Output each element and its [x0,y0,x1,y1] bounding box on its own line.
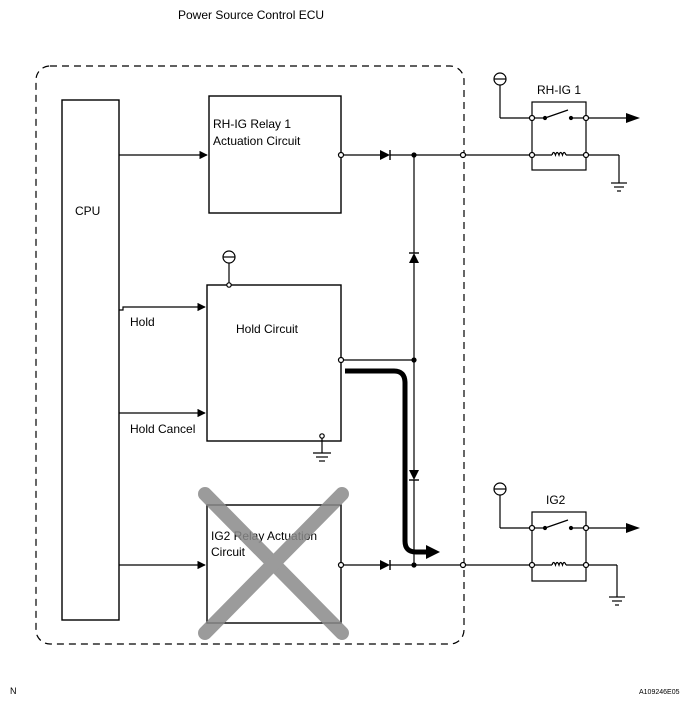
rh-ig-relay-actuation-circuit [208,95,342,214]
relay-coil-icon [551,151,567,157]
rh-ig-output-line [337,151,532,159]
battery-terminal-icon [222,250,236,288]
hold-signal-line [119,302,206,312]
arrow-icon [626,113,640,123]
ecu-boundary [35,65,465,645]
hold-signal-label: Hold [130,315,155,329]
relay2-label: IG2 [546,493,566,507]
hold-output-line [337,356,414,364]
cpu-label: CPU [75,204,100,218]
ig2-circuit-label-line2: Circuit [211,545,246,559]
corner-label-left: N [10,686,17,696]
hold-cancel-signal-label: Hold Cancel [130,422,195,436]
ig2-output-line [337,561,532,569]
diode-icon [409,470,419,481]
diode-icon [409,252,419,263]
cross-mark-icon [198,487,349,640]
current-flow-arrow [345,368,428,555]
diagram-title: Power Source Control ECU [178,8,324,22]
figure-code: A109246E05 [639,689,680,696]
cpu-block [61,99,120,621]
arrow-icon [426,545,440,559]
rh-ig-circuit-label-line2: Actuation Circuit [213,134,301,148]
hold-circuit-block [206,284,342,442]
hold-circuit-label: Hold Circuit [236,322,299,336]
rh-ig1-relay [493,72,628,192]
ground-icon [313,433,331,462]
arrow-icon [626,523,640,533]
ig2-relay [493,482,628,606]
diode-icon [380,560,391,570]
rh-ig-circuit-label-line1: RH-IG Relay 1 [213,117,291,131]
relay-coil-icon [551,561,567,567]
relay1-label: RH-IG 1 [537,83,581,97]
diode-icon [380,150,391,160]
